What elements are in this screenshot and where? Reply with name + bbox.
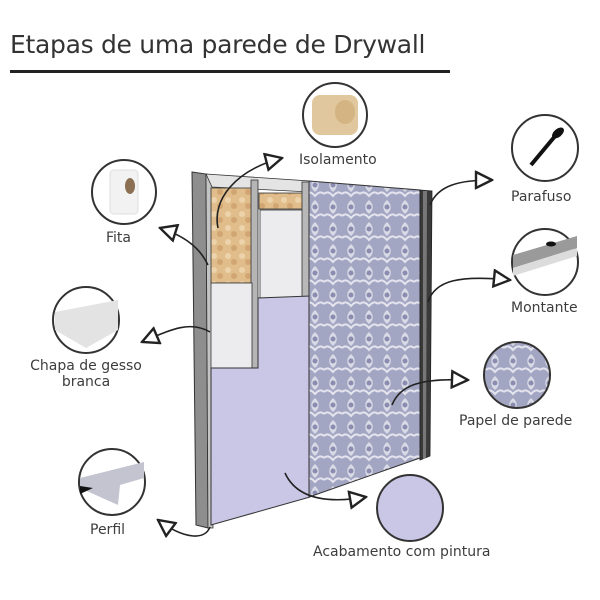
paint-swatch-icon bbox=[376, 474, 444, 542]
label-fita: Fita bbox=[106, 230, 131, 246]
label-acabamento: Acabamento com pintura bbox=[313, 544, 491, 560]
label-chapa-line1: Chapa de gesso bbox=[30, 358, 142, 374]
title-underline bbox=[10, 70, 450, 73]
label-montante: Montante bbox=[511, 300, 578, 316]
insulation-roll-icon bbox=[302, 82, 368, 148]
label-papel: Papel de parede bbox=[459, 413, 573, 429]
wall bbox=[191, 171, 433, 529]
gypsum-board-icon bbox=[52, 286, 120, 354]
label-chapa-line2: branca bbox=[61, 374, 111, 390]
label-isolamento: Isolamento bbox=[299, 152, 377, 168]
tape-roll-icon bbox=[91, 159, 157, 225]
label-parafuso: Parafuso bbox=[511, 189, 572, 205]
wallpaper-swatch-icon bbox=[483, 341, 551, 409]
screw-icon bbox=[511, 114, 579, 182]
track-profile-icon bbox=[78, 448, 146, 516]
label-chapa: Chapa de gesso branca bbox=[24, 358, 148, 390]
label-perfil: Perfil bbox=[90, 522, 126, 538]
stud-profile-icon bbox=[511, 228, 579, 296]
diagram-title: Etapas de uma parede de Drywall bbox=[10, 30, 426, 59]
